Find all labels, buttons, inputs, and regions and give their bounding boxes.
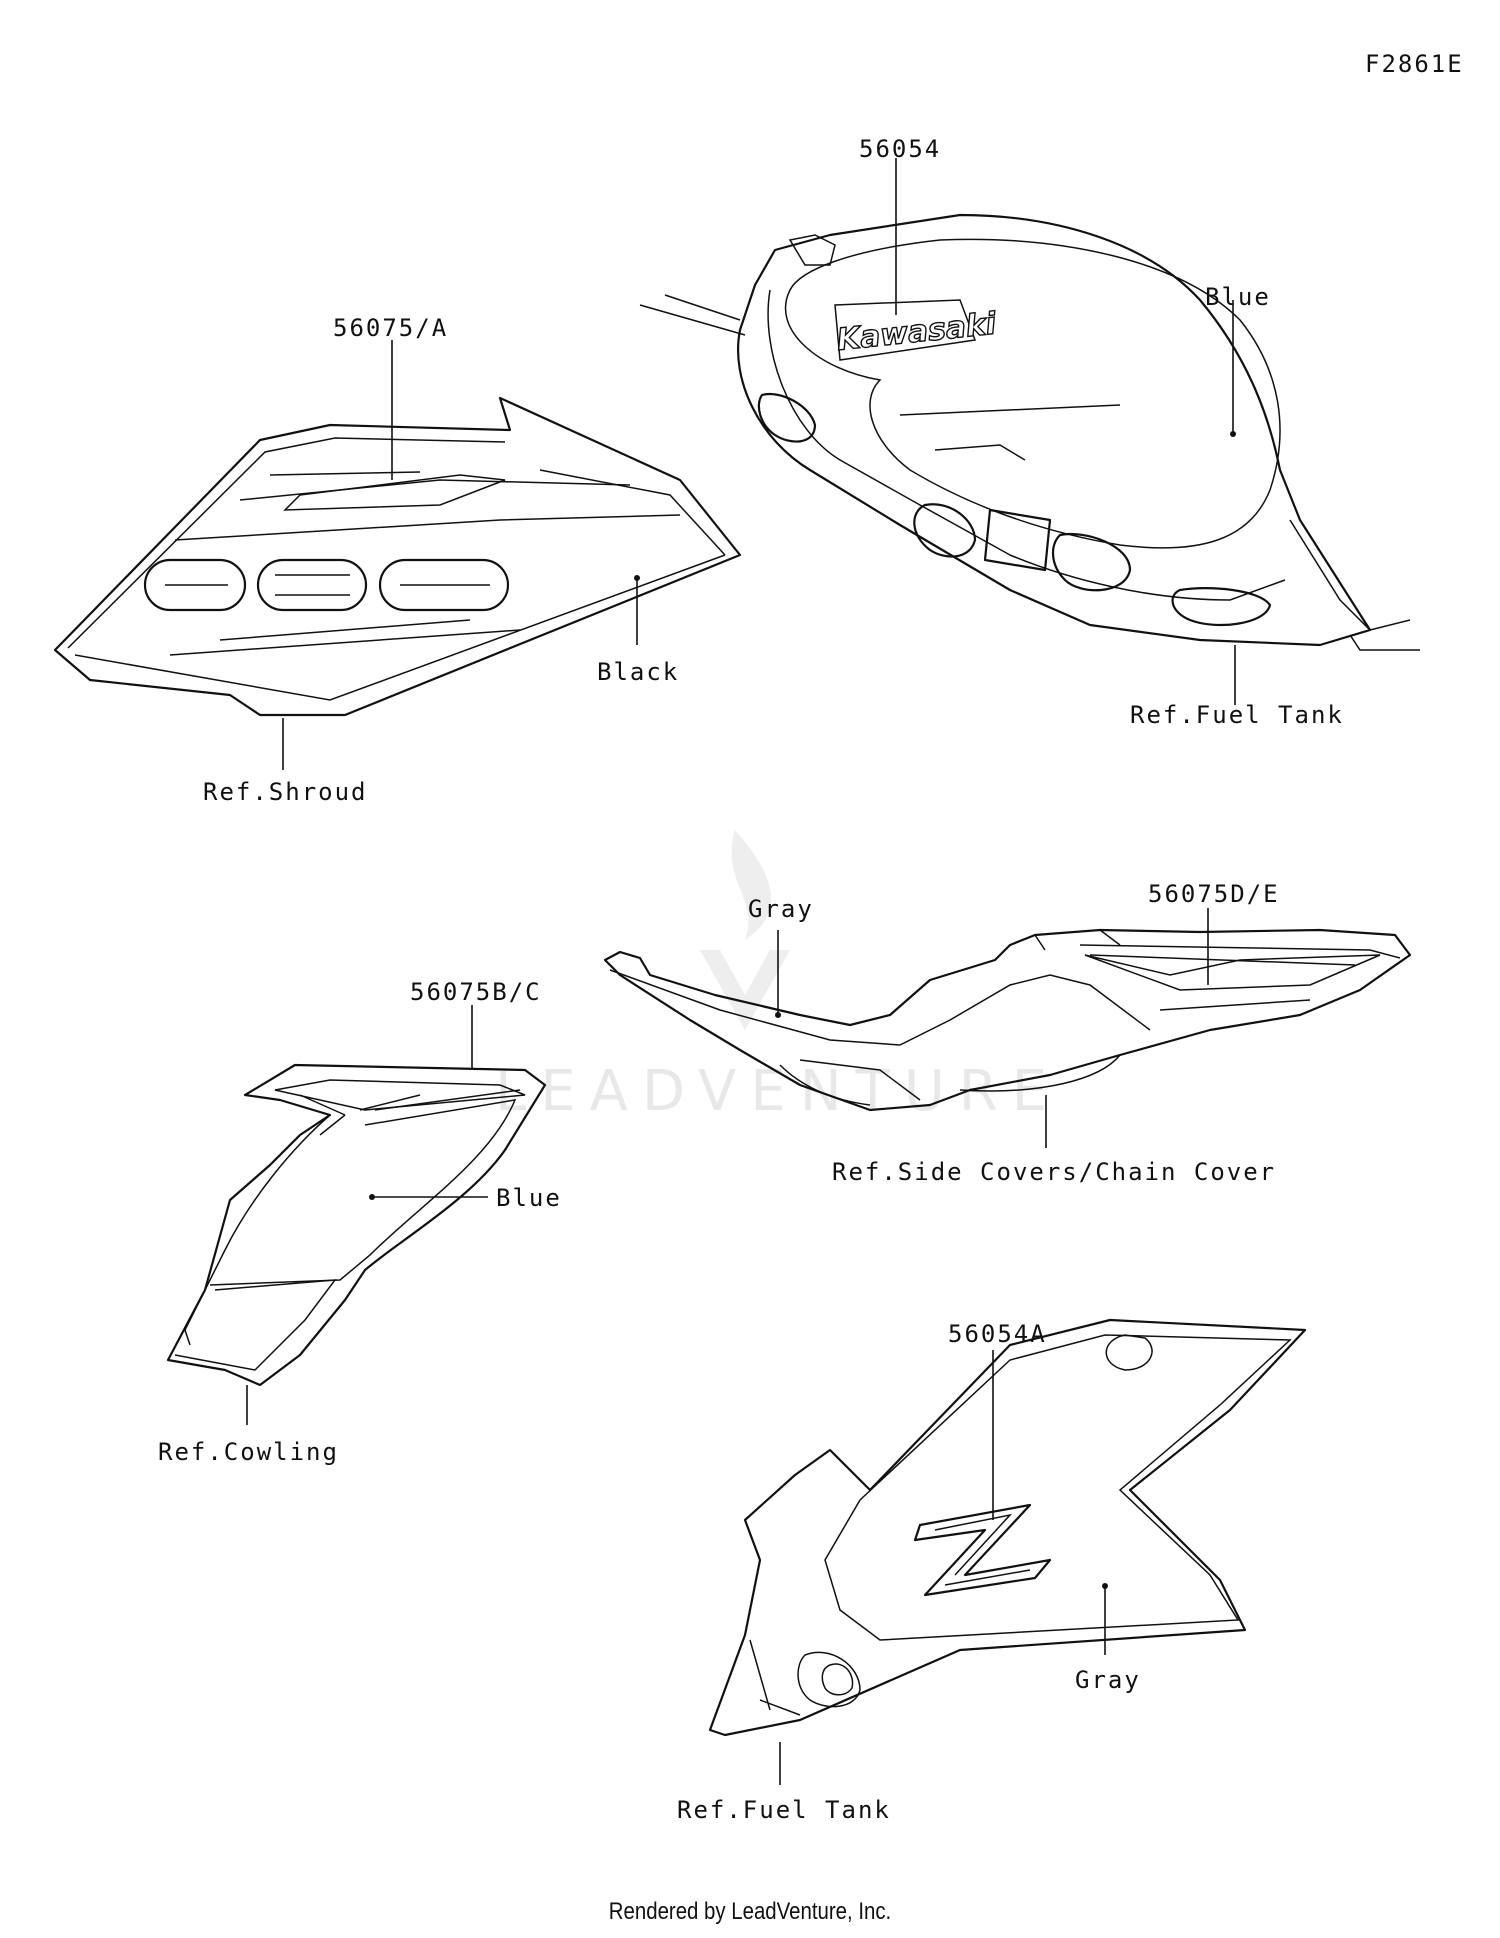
callout-gray-side: Gray [748,895,814,923]
callout-blue-cowling: Blue [496,1184,562,1212]
callout-blue-tank: Blue [1205,283,1271,311]
callout-56054a: 56054A [948,1320,1047,1348]
leadventure-watermark: LEADVENTURE [495,830,1061,1124]
watermark-text: LEADVENTURE [495,1059,1061,1124]
z-logo-decal [913,1503,1052,1597]
side-cover-part [603,928,1412,1112]
callout-56075a: 56075/A [333,314,448,342]
callout-gray-tank: Gray [1075,1666,1141,1694]
kawasaki-logo-text: Kawasaki [835,306,998,358]
fuel-tank-part: Kawasaki [639,213,1420,651]
figure-code: F2861E [1365,50,1464,78]
callout-56075bc: 56075B/C [410,978,542,1006]
callout-ref-fuel-tank-bottom: Ref.Fuel Tank [677,1796,891,1824]
tank-shroud-part [708,1318,1307,1737]
shroud-part [53,396,742,717]
footer-credit: Rendered by LeadVenture, Inc. [608,1898,892,1925]
callout-56054: 56054 [859,135,941,163]
cowling-part [166,1063,547,1387]
callout-black: Black [597,658,679,686]
model-650-decal [143,558,510,612]
callout-ref-side-covers: Ref.Side Covers/Chain Cover [832,1158,1276,1186]
callout-ref-cowling: Ref.Cowling [158,1438,339,1466]
kawasaki-decal: Kawasaki [834,299,999,361]
callout-ref-fuel-tank-top: Ref.Fuel Tank [1130,701,1344,729]
callout-ref-shroud: Ref.Shroud [203,778,368,806]
callout-56075de: 56075D/E [1148,880,1280,908]
